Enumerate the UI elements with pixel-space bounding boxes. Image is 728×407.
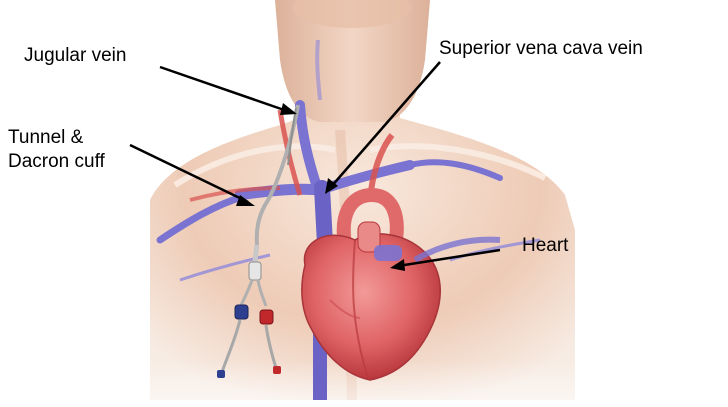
- jugular-arrow: [160, 67, 290, 112]
- tunnel-label-line2: Dacron cuff: [8, 150, 105, 174]
- tunnel-dacron-cuff-label: Tunnel & Dacron cuff: [8, 126, 105, 174]
- jugular-arrowhead: [280, 103, 297, 115]
- superior-vena-cava-label: Superior vena cava vein: [439, 37, 643, 61]
- heart-label: Heart: [522, 234, 568, 258]
- jugular-vein-label: Jugular vein: [24, 44, 126, 68]
- tunnel-label-line1: Tunnel &: [8, 126, 105, 150]
